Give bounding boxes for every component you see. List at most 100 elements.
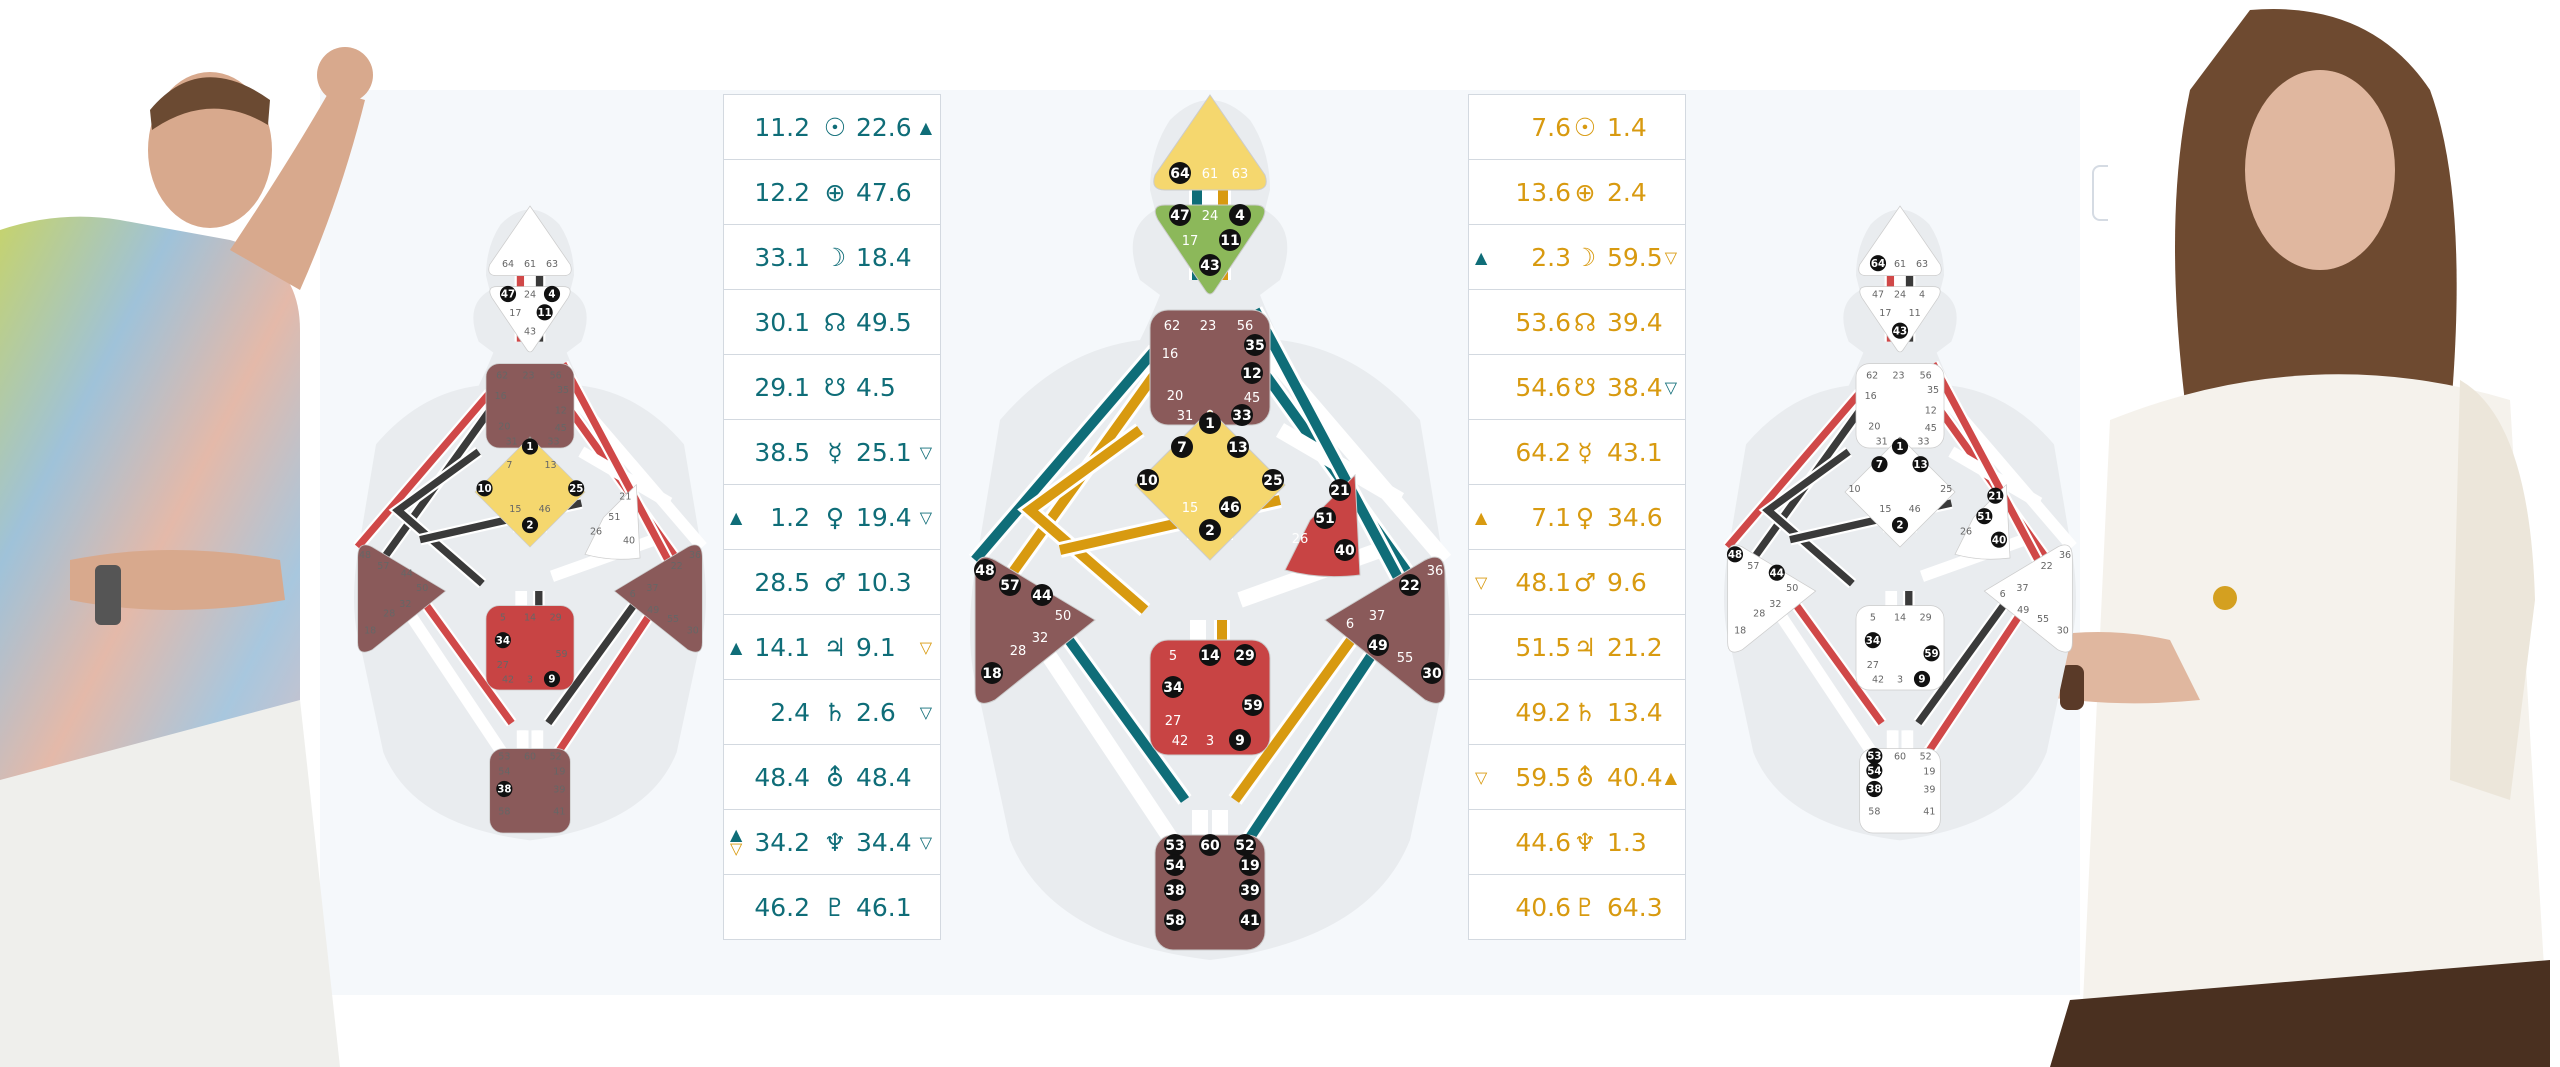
gate-number: 33 (547, 436, 559, 447)
channel (1768, 599, 1885, 770)
gate-marker (1164, 834, 1186, 856)
gate-marker (1242, 694, 1264, 716)
gate-marker (1219, 229, 1241, 251)
gate-number: 41 (1240, 913, 1259, 929)
channel (1030, 632, 1190, 863)
gate-number: 43 (1893, 325, 1907, 337)
gate-number: 45 (555, 423, 567, 434)
gate-number: 4 (1919, 290, 1925, 301)
gate-number: 28 (1010, 644, 1027, 659)
gate-number: 54 (1165, 858, 1185, 874)
gate-number: 4 (1235, 208, 1245, 224)
gate-marker (1164, 909, 1186, 931)
gate-number: 63 (1232, 167, 1249, 182)
gate-number: 16 (1162, 347, 1179, 362)
gate-number: 57 (377, 561, 389, 572)
gate-marker (1871, 456, 1888, 473)
gate-number: 7 (1177, 440, 1187, 456)
gate-number: 44 (1770, 567, 1784, 579)
gate-number: 15 (1182, 501, 1199, 516)
gate-number: 60 (1894, 752, 1906, 763)
gate-line-value: 40.6 (1515, 892, 1571, 922)
gate-marker (494, 632, 511, 649)
gate-number: 38 (497, 784, 511, 796)
gate-line-value: 38.4 (1607, 372, 1663, 402)
exalted-icon: ▲ (919, 117, 932, 137)
gate-line-value: 9.1 (856, 632, 896, 662)
gate-number: 16 (1865, 391, 1877, 402)
gate-number: 53 (1867, 751, 1881, 763)
detriment-icon: ▽ (919, 442, 932, 462)
gate-marker (1990, 531, 2008, 548)
g-center (474, 436, 586, 548)
exalted-icon: ▲ (1664, 767, 1677, 787)
gate-number: 25 (1940, 484, 1952, 495)
spleen-center (357, 544, 447, 653)
gate-line-value: 1.4 (1607, 112, 1647, 142)
gate-number: 15 (1879, 504, 1891, 515)
gate-number: 14 (524, 612, 536, 623)
detriment-icon: ▽ (919, 637, 932, 657)
planet-icon: ⊕ (1574, 177, 1596, 207)
detriment-icon: ▽ (919, 702, 932, 722)
activation-row: 1.2♀19.4▲▽ (724, 485, 940, 550)
gate-marker (1219, 496, 1241, 518)
activation-row: 54.6☋38.4▽ (1469, 355, 1685, 420)
gate-line-value: 25.1 (856, 437, 912, 467)
gate-number: 62 (496, 370, 508, 381)
gate-line-value: 34.4 (856, 827, 912, 857)
gate-marker (1199, 834, 1221, 856)
channel (398, 599, 515, 770)
channel (392, 448, 485, 587)
panel-side-tab[interactable] (2092, 165, 2108, 221)
planet-icon: ♂ (1573, 567, 1597, 597)
gate-number: 9 (1235, 733, 1245, 749)
gate-number: 23 (1200, 319, 1217, 334)
gate-number: 13 (544, 460, 556, 471)
gate-marker (1234, 834, 1256, 856)
gate-number: 18 (364, 626, 376, 637)
gate-number: 12 (1925, 406, 1937, 417)
gate-line-value: 33.1 (754, 242, 810, 272)
gate-line-value: 4.5 (856, 372, 896, 402)
gate-number: 32 (1032, 631, 1049, 646)
ajna-center (1859, 286, 1941, 353)
gate-number: 3 (1206, 734, 1214, 749)
exalted-icon: ▲ (1475, 247, 1488, 267)
detriment-icon: ▽ (1475, 572, 1488, 592)
gate-number: 25 (1263, 473, 1282, 489)
gate-number: 2 (526, 520, 533, 532)
bodygraph-main: 6461634724417114362235616351220453183317… (968, 94, 1452, 960)
gate-marker (496, 780, 513, 798)
gate-number: 50 (416, 583, 428, 594)
channel (559, 361, 680, 579)
gate-number: 56 (1920, 370, 1932, 381)
exalted-icon: ▲ (1475, 507, 1488, 527)
gate-line-value: 46.1 (856, 892, 912, 922)
gate-number: 58 (1868, 807, 1880, 818)
gate-number: 23 (522, 370, 534, 381)
activation-row: 64.2☿43.1 (1469, 420, 1685, 485)
gate-number: 21 (1988, 490, 2002, 502)
gate-marker (536, 304, 553, 321)
gate-number: 60 (1200, 838, 1220, 854)
gate-number: 39 (1923, 785, 1935, 796)
activation-row: 11.2☉22.6▲ (724, 95, 940, 160)
gate-number: 55 (1397, 651, 1414, 666)
gate-line-value: 12.2 (754, 177, 810, 207)
gate-marker (1864, 632, 1881, 649)
gate-number: 41 (1923, 807, 1935, 818)
bodygraph-left-design: 6461634724417114362235616351220453183317… (353, 205, 707, 841)
planet-icon: ♇ (1573, 892, 1597, 922)
gate-marker (1031, 584, 1053, 606)
gate-number: 32 (1769, 599, 1781, 610)
gate-number: 10 (477, 483, 491, 495)
gate-number: 22 (671, 561, 683, 572)
gate-number: 51 (1315, 511, 1334, 527)
woman-photo (1990, 9, 2550, 1067)
gate-line-value: 1.2 (770, 502, 810, 532)
gate-marker (1239, 909, 1261, 931)
gate-marker (1229, 204, 1251, 226)
gate-number: 62 (1164, 319, 1181, 334)
gate-line-value: 21.2 (1607, 632, 1663, 662)
